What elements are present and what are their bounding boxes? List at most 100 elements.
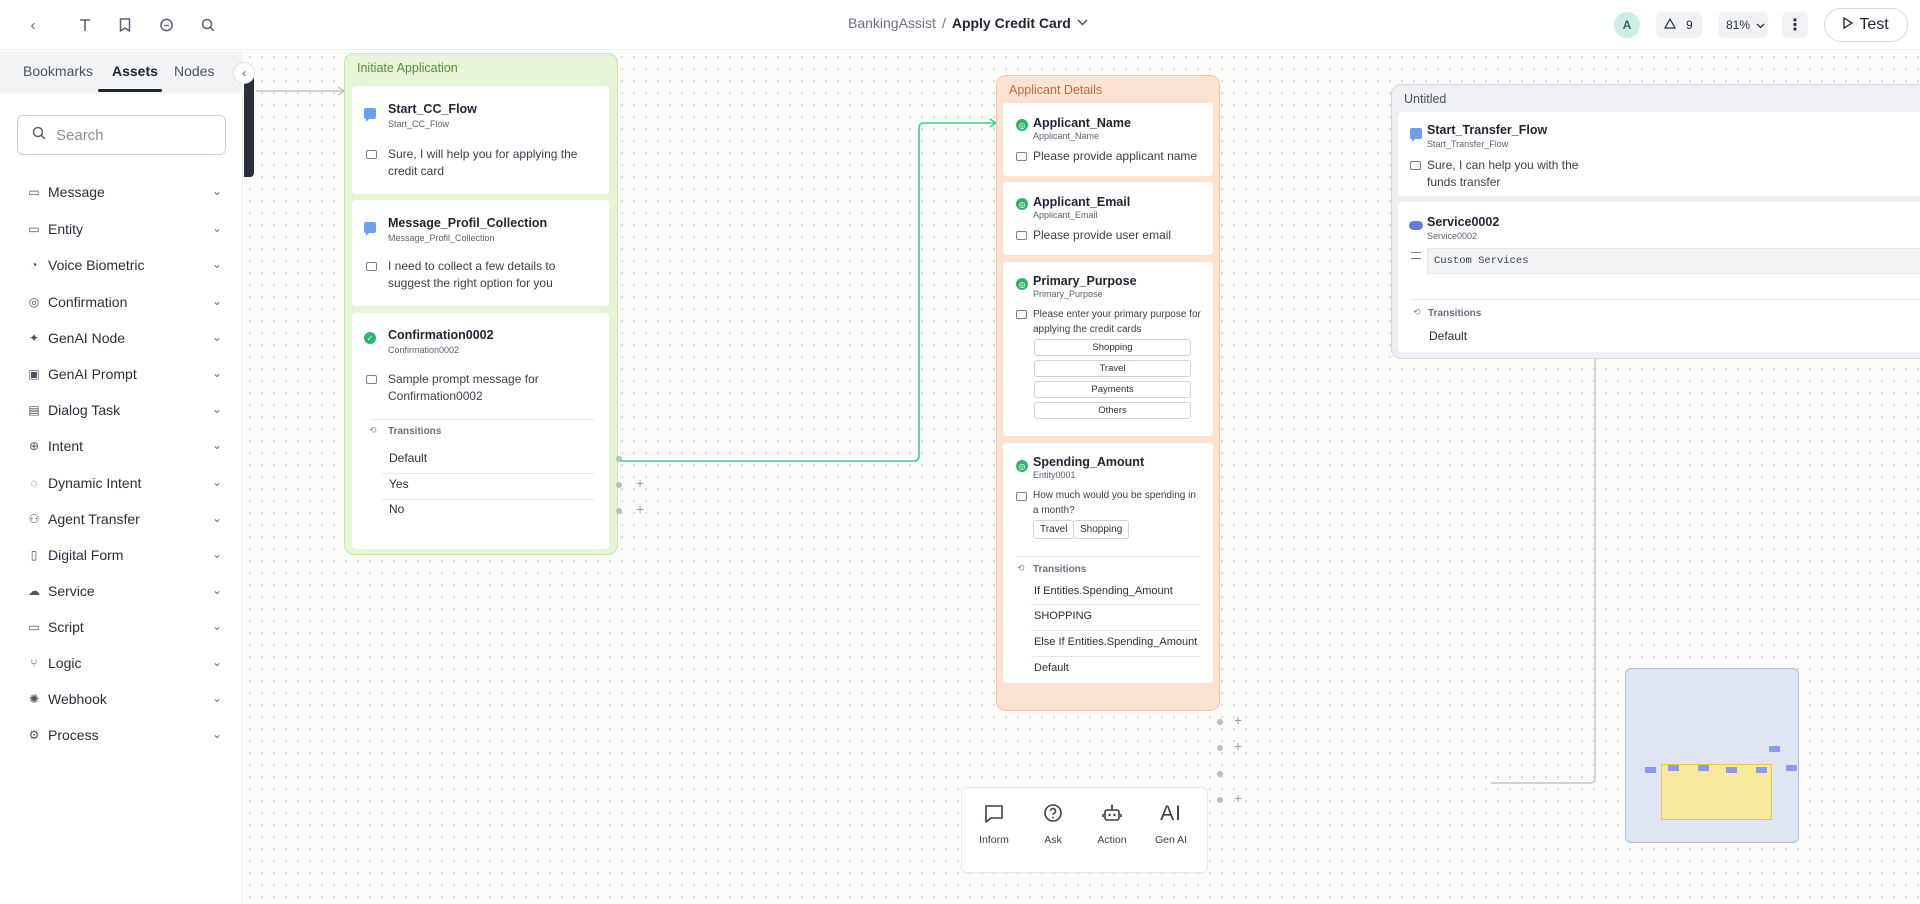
- sidebar-item-label: Logic: [48, 655, 82, 671]
- chevron-down-icon[interactable]: [1077, 17, 1088, 29]
- node-subtitle: Start_Transfer_Flow: [1427, 139, 1509, 149]
- node-subtitle: Entity0001: [1033, 470, 1076, 480]
- transition-no[interactable]: No: [389, 502, 405, 516]
- transition-if-spending[interactable]: If Entities.Spending_Amount: [1034, 585, 1173, 597]
- sidebar-item-genai-node[interactable]: ✦GenAI Node⌄: [26, 326, 222, 350]
- bookmark-icon[interactable]: [114, 14, 136, 36]
- collapse-sidebar-icon[interactable]: ‹: [233, 62, 255, 84]
- minimap[interactable]: [1625, 668, 1799, 843]
- chevron-down-icon: ⌄: [211, 366, 222, 380]
- sidebar-item-voice-biometric[interactable]: ◔Voice Biometric⌄: [26, 253, 222, 277]
- palette-inform[interactable]: Inform: [969, 800, 1019, 846]
- node-primary-purpose[interactable]: ◎ Primary_Purpose Primary_Purpose Please…: [1003, 262, 1213, 436]
- sidebar-tabs: Bookmarks Assets Nodes: [0, 51, 243, 93]
- add-connection-icon[interactable]: +: [1234, 790, 1243, 806]
- sidebar-item-message[interactable]: ▭Message⌄: [26, 180, 222, 204]
- group-title: Initiate Application: [357, 61, 458, 75]
- add-connection-icon[interactable]: +: [1234, 738, 1243, 754]
- connector-default-to-applicant[interactable]: [620, 122, 996, 462]
- connection-port[interactable]: [1217, 719, 1223, 725]
- sidebar-item-confirmation[interactable]: ◎Confirmation⌄: [26, 290, 222, 314]
- option-payments[interactable]: Payments: [1034, 381, 1191, 398]
- avatar[interactable]: A: [1614, 12, 1640, 38]
- add-connection-icon[interactable]: +: [636, 501, 645, 517]
- transition-default[interactable]: Default: [1034, 662, 1069, 674]
- tab-nodes[interactable]: Nodes: [174, 63, 215, 79]
- chip-travel[interactable]: Travel: [1033, 520, 1075, 539]
- divider: [1412, 299, 1920, 300]
- tab-bookmarks[interactable]: Bookmarks: [23, 63, 94, 79]
- sidebar-item-webhook[interactable]: ✺Webhook⌄: [26, 687, 222, 711]
- node-message-profil-collection[interactable]: Message_Profil_Collection Message_Profil…: [352, 200, 609, 306]
- connection-port[interactable]: [1217, 771, 1223, 777]
- sidebar-item-service[interactable]: ☁Service⌄: [26, 579, 222, 603]
- sidebar-item-process[interactable]: ⚙Process⌄: [26, 723, 222, 747]
- sidebar-item-logic[interactable]: ⑂Logic⌄: [26, 651, 222, 675]
- sidebar-item-dialog-task[interactable]: ▤Dialog Task⌄: [26, 398, 222, 422]
- transition-shopping[interactable]: SHOPPING: [1034, 610, 1093, 622]
- add-connection-icon[interactable]: +: [1234, 712, 1243, 728]
- node-start-cc-flow[interactable]: Start_CC_Flow Start_CC_Flow Sure, I will…: [352, 86, 609, 194]
- connection-port[interactable]: [1217, 745, 1223, 751]
- connection-port[interactable]: [616, 482, 622, 488]
- group-untitled[interactable]: Untitled Start_Transfer_Flow Start_Trans…: [1391, 84, 1920, 359]
- sidebar-item-script[interactable]: ▭Script⌄: [26, 615, 222, 639]
- transition-default[interactable]: Default: [389, 451, 428, 465]
- assets-sidebar: Bookmarks Assets Nodes ‹ ▭Message⌄ ▭Enti…: [0, 51, 255, 904]
- node-applicant-name[interactable]: ◎ Applicant_Name Applicant_Name Please p…: [1003, 103, 1213, 176]
- connection-port[interactable]: [616, 456, 622, 462]
- chevron-down-icon: ⌄: [211, 257, 222, 271]
- option-shopping[interactable]: Shopping: [1034, 339, 1191, 356]
- group-initiate-application[interactable]: Initiate Application Start_CC_Flow Start…: [344, 53, 618, 555]
- script-lines-icon: [1411, 252, 1421, 259]
- breadcrumb-flow[interactable]: Apply Credit Card: [951, 15, 1071, 31]
- palette-action[interactable]: Action: [1087, 800, 1137, 846]
- node-applicant-email[interactable]: ◎ Applicant_Email Applicant_Email Please…: [1003, 182, 1213, 255]
- sidebar-item-entity[interactable]: ▭Entity⌄: [26, 217, 222, 241]
- entity-icon: ◎: [1016, 119, 1028, 131]
- palette-ask[interactable]: Ask: [1028, 800, 1078, 846]
- dialog-icon: ▤: [28, 403, 40, 417]
- option-travel[interactable]: Travel: [1034, 360, 1191, 377]
- minimap-viewport[interactable]: [1661, 764, 1772, 820]
- connection-port[interactable]: [1217, 797, 1223, 803]
- group-applicant-details[interactable]: Applicant Details ◎ Applicant_Name Appli…: [996, 75, 1220, 711]
- sidebar-item-digital-form[interactable]: ▯Digital Form⌄: [26, 543, 222, 567]
- option-others[interactable]: Others: [1034, 402, 1191, 419]
- chip-shopping[interactable]: Shopping: [1073, 520, 1130, 539]
- more-options-icon[interactable]: ⋮: [1782, 12, 1808, 38]
- test-button[interactable]: Test: [1824, 8, 1908, 42]
- sidebar-item-intent[interactable]: ⊕Intent⌄: [26, 434, 222, 458]
- transition-default[interactable]: Default: [1429, 329, 1468, 343]
- zoom-select[interactable]: 81%: [1718, 12, 1768, 38]
- comment-icon[interactable]: [155, 14, 177, 36]
- node-spending-amount[interactable]: ◎ Spending_Amount Entity0001 How much wo…: [1003, 443, 1213, 683]
- connection-port[interactable]: [616, 508, 622, 514]
- sidebar-item-dynamic-intent[interactable]: ◌Dynamic Intent⌄: [26, 471, 222, 495]
- transitions-label: Transitions: [1033, 564, 1087, 575]
- node-message: Sure, I will help you for applying the c…: [388, 147, 578, 178]
- search-icon[interactable]: [197, 14, 219, 36]
- search-input[interactable]: [56, 126, 206, 144]
- text-tool-icon[interactable]: [74, 14, 96, 36]
- offscreen-node[interactable]: [244, 75, 254, 177]
- back-icon[interactable]: ‹: [30, 16, 36, 34]
- transition-else-if-spending[interactable]: Else If Entities.Spending_Amount: [1034, 636, 1198, 648]
- node-confirmation0002[interactable]: ✓ Confirmation0002 Confirmation0002 Samp…: [352, 313, 609, 549]
- sidebar-item-agent-transfer[interactable]: ⚇Agent Transfer⌄: [26, 507, 222, 531]
- sidebar-item-genai-prompt[interactable]: ▣GenAI Prompt⌄: [26, 362, 222, 386]
- warnings-badge[interactable]: 9: [1656, 12, 1702, 38]
- transition-yes[interactable]: Yes: [389, 477, 409, 491]
- sidebar-item-label: Voice Biometric: [48, 257, 145, 273]
- divider: [382, 473, 594, 474]
- flow-canvas[interactable]: Initiate Application Start_CC_Flow Start…: [244, 51, 1920, 904]
- node-service0002[interactable]: Service0002 Service0002 Custom Services …: [1398, 202, 1920, 352]
- palette-gen-ai[interactable]: AI Gen AI: [1146, 800, 1196, 846]
- message-icon: [1016, 492, 1027, 501]
- tab-assets[interactable]: Assets: [112, 63, 158, 79]
- breadcrumb-separator: /: [941, 15, 946, 31]
- breadcrumb-app[interactable]: BankingAssist: [848, 15, 936, 31]
- node-start-transfer-flow[interactable]: Start_Transfer_Flow Start_Transfer_Flow …: [1398, 112, 1920, 196]
- add-connection-icon[interactable]: +: [636, 475, 645, 491]
- node-subtitle: Confirmation0002: [388, 345, 460, 355]
